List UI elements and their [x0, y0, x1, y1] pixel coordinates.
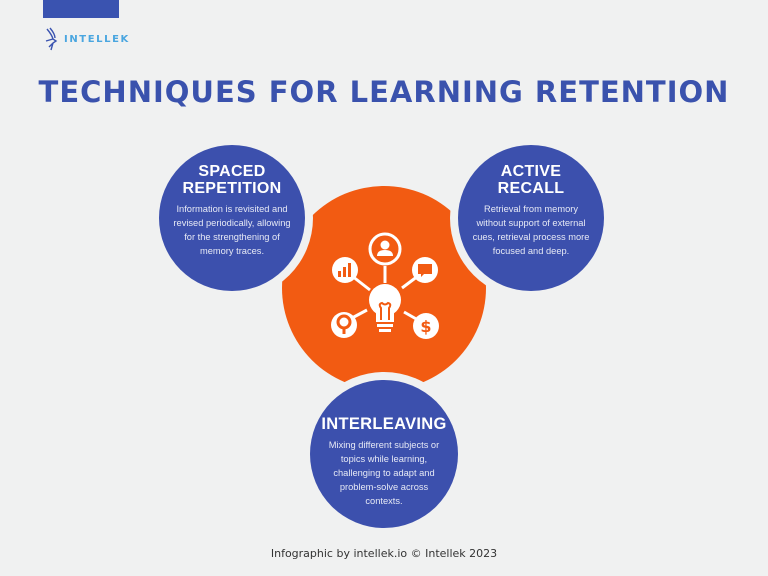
page-title: TECHNIQUES FOR LEARNING RETENTION — [38, 75, 730, 109]
chat-bubble-icon — [412, 257, 438, 283]
user-profile-icon — [368, 232, 402, 266]
antelope-logo-icon — [45, 27, 58, 51]
technique-title: INTERLEAVING — [321, 415, 447, 433]
svg-text:$: $ — [420, 317, 431, 336]
lightbulb-network-icon: $ — [331, 232, 439, 339]
location-pin-icon — [331, 312, 357, 338]
technique-description: Information is revisited and revised per… — [173, 204, 291, 256]
technique-description: Retrieval from memory without support of… — [472, 204, 590, 256]
footer-credit: Infographic by intellek.io © Intellek 20… — [270, 547, 498, 560]
brand-name: INTELLEK — [64, 33, 130, 45]
bar-chart-icon — [332, 257, 358, 283]
top-accent-bar — [43, 0, 119, 18]
technique-description: Mixing different subjects or topics whil… — [328, 440, 440, 506]
brand-logo: INTELLEK — [44, 27, 130, 51]
dollar-icon: $ — [413, 313, 439, 339]
technique-interleaving: INTERLEAVING Mixing different subjects o… — [310, 380, 458, 528]
